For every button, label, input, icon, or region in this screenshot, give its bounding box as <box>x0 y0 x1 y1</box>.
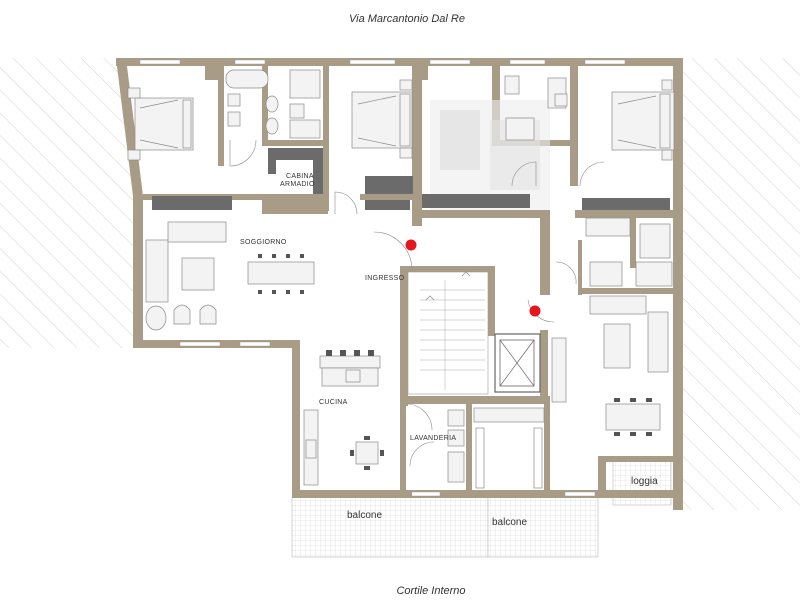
cabina-armadio-label-line1: CABINA <box>286 173 314 180</box>
elevator <box>494 261 577 393</box>
staircase <box>407 271 489 395</box>
neighbor-area-left <box>0 58 135 348</box>
ingresso: INGRESSO <box>365 231 413 282</box>
bedroom-center <box>334 79 413 215</box>
balcone-right-label: balcone <box>492 517 527 528</box>
bathroom-left <box>225 69 279 135</box>
walk-in-closet: CABINA ARMADIO <box>268 148 323 194</box>
windows <box>139 59 626 497</box>
lavanderia-label: LAVANDERIA <box>410 435 456 442</box>
courtyard-name: Cortile Interno <box>396 585 465 597</box>
service-area <box>473 407 545 489</box>
bathroom-right <box>504 75 605 187</box>
balcone-right <box>487 496 599 558</box>
soggiorno-label: SOGGIORNO <box>240 239 287 246</box>
soggiorno: SOGGIORNO <box>145 221 315 331</box>
ingresso-label: INGRESSO <box>365 275 405 282</box>
balcone-left-label: balcone <box>347 510 382 521</box>
cabina-armadio-label-line2: ARMADIO <box>280 181 315 188</box>
bathroom-center <box>289 69 321 139</box>
bedroom-right <box>582 79 675 210</box>
balcone-left <box>291 496 489 558</box>
neighbor-area-right <box>683 58 800 510</box>
cucina-label: CUCINA <box>319 399 348 406</box>
right-apartment-living <box>551 217 673 436</box>
lavanderia: LAVANDERIA <box>407 403 465 483</box>
cucina: CUCINA <box>303 350 384 486</box>
hall-photo <box>422 100 550 210</box>
bedroom-left <box>127 87 257 210</box>
loggia-label: loggia <box>631 476 658 487</box>
entrance-marker-left <box>405 239 417 251</box>
entrance-marker-right <box>529 305 541 317</box>
street-name: Via Marcantonio Dal Re <box>349 13 465 25</box>
